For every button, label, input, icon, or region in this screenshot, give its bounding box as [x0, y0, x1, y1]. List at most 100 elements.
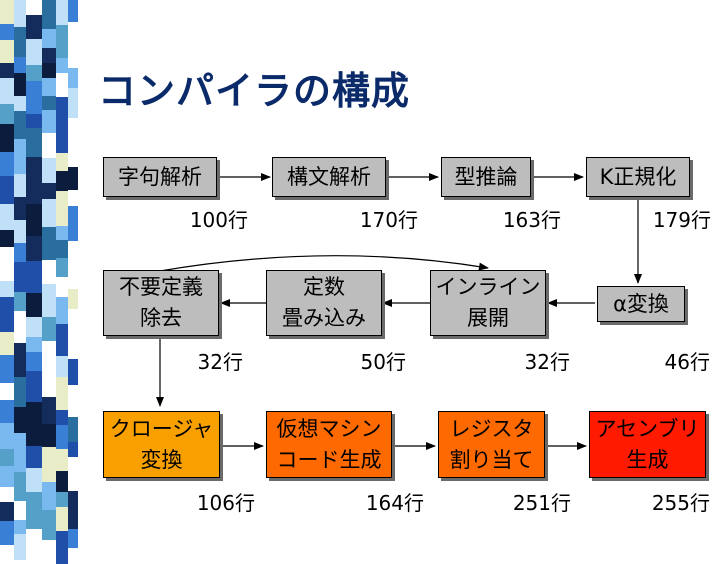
stripe-tile: [42, 158, 56, 183]
stripe-tile: [0, 383, 14, 400]
stripe-tile: [68, 309, 78, 338]
stripe-tile: [56, 240, 68, 258]
stripe-tile: [42, 227, 56, 260]
stripe-tile: [26, 157, 42, 185]
stripe-tile: [0, 502, 14, 521]
stripe-tile: [56, 297, 68, 324]
stripe-tile: [42, 110, 56, 133]
stripe-tile: [68, 442, 78, 457]
stripe-tile: [0, 204, 14, 230]
stripe-tile: [0, 24, 14, 40]
stripe-tile: [42, 48, 56, 63]
stripe-tile: [56, 25, 68, 58]
stripe-tile: [26, 114, 42, 128]
stripe-tile: [42, 482, 56, 510]
stripe-tile: [68, 0, 78, 22]
stripe-tile: [26, 204, 42, 221]
stripe-tile: [26, 221, 42, 236]
stripe-tile: [56, 377, 68, 410]
stripe-tile: [56, 471, 68, 492]
node-register-allocation: レジスタ 割り当て: [438, 411, 545, 478]
stripe-tile: [14, 472, 26, 501]
stripe-tile: [26, 419, 42, 446]
stripe-tile: [0, 230, 14, 247]
stripe-tile: [56, 410, 68, 425]
lines-vm-code-generation: 164行: [365, 491, 424, 515]
stripe-tile: [56, 492, 68, 507]
stripe-tile: [56, 0, 68, 25]
stripe-tile: [56, 324, 68, 356]
stripe-tile: [68, 36, 78, 68]
stripe-tile: [68, 529, 78, 548]
stripe-tile: [14, 197, 26, 220]
stripe-tile: [26, 128, 42, 157]
stripe-tile: [26, 446, 42, 468]
stripe-tile: [0, 281, 14, 297]
stripe-tile: [14, 311, 26, 343]
node-type-inference: 型推論: [441, 157, 531, 197]
stripe-tile: [56, 449, 68, 471]
node-assembly-generation: アセンブリ 生成: [589, 411, 706, 478]
stripe-tile: [68, 262, 78, 289]
lines-dead-code-elimination: 32行: [197, 350, 243, 374]
stripe-tile: [26, 337, 42, 352]
stripe-tile: [14, 96, 26, 111]
stripe-tile: [26, 0, 42, 15]
stripe-tile: [0, 104, 14, 124]
stripe-tile: [14, 377, 26, 407]
stripe-tile: [68, 167, 78, 190]
stripe-tile: [68, 118, 78, 145]
stripe-tile: [0, 247, 14, 281]
stripe-tile: [14, 501, 26, 520]
stripe-tile: [42, 78, 56, 96]
lines-alpha-conversion: 46行: [664, 350, 710, 374]
stripe-tile: [14, 0, 26, 27]
stripe-tile: [42, 29, 56, 48]
stripe-tile: [14, 343, 26, 377]
stripe-tile: [26, 402, 42, 419]
stripe-tile: [0, 521, 14, 545]
stripe-tile: [26, 15, 42, 39]
stripe-tile: [14, 520, 26, 534]
lines-lexer: 100行: [189, 208, 248, 232]
lines-k-normalization: 179行: [652, 208, 711, 232]
stripe-tile: [42, 397, 56, 424]
stripe-tile: [56, 171, 68, 191]
stripe-tile: [68, 359, 78, 385]
stripe-tile: [14, 57, 26, 73]
stripe-tile: [26, 293, 42, 317]
stripe-tile: [56, 356, 68, 377]
stripe-tile: [42, 341, 56, 372]
stripe-tile: [0, 355, 14, 383]
stripe-tile: [14, 73, 26, 96]
stripe-tile: [14, 27, 26, 57]
node-lexer: 字句解析: [103, 157, 217, 197]
node-constant-folding: 定数 畳み込み: [266, 270, 382, 336]
stripe-tile: [68, 457, 78, 491]
stripe-tile: [0, 40, 14, 63]
stripe-tile: [26, 261, 42, 293]
stripe-tile: [14, 262, 26, 292]
stripe-tile: [42, 96, 56, 110]
stripe-tile: [26, 39, 42, 65]
node-vm-code-generation: 仮想マシン コード生成: [266, 411, 392, 478]
lines-parser: 170行: [359, 208, 418, 232]
node-closure-conversion: クロージャ 変換: [103, 411, 220, 478]
stripe-tile: [26, 317, 42, 337]
stripe-tile: [42, 510, 56, 540]
stripe-tile: [42, 260, 56, 284]
stripe-tile: [68, 206, 78, 241]
node-inline-expansion: インライン 展開: [430, 270, 546, 336]
stripe-tile: [68, 68, 78, 88]
stripe-tile: [0, 176, 14, 204]
stripe-tile: [26, 352, 42, 371]
stripe-tile: [0, 466, 14, 487]
stripe-tile: [68, 385, 78, 417]
stripe-tile: [56, 97, 68, 125]
stripe-tile: [42, 372, 56, 397]
stripe-tile: [42, 284, 56, 317]
stripe-tile: [68, 145, 78, 167]
stripe-tile: [42, 199, 56, 227]
stripe-tile: [68, 514, 78, 529]
node-parser: 構文解析: [272, 157, 386, 197]
